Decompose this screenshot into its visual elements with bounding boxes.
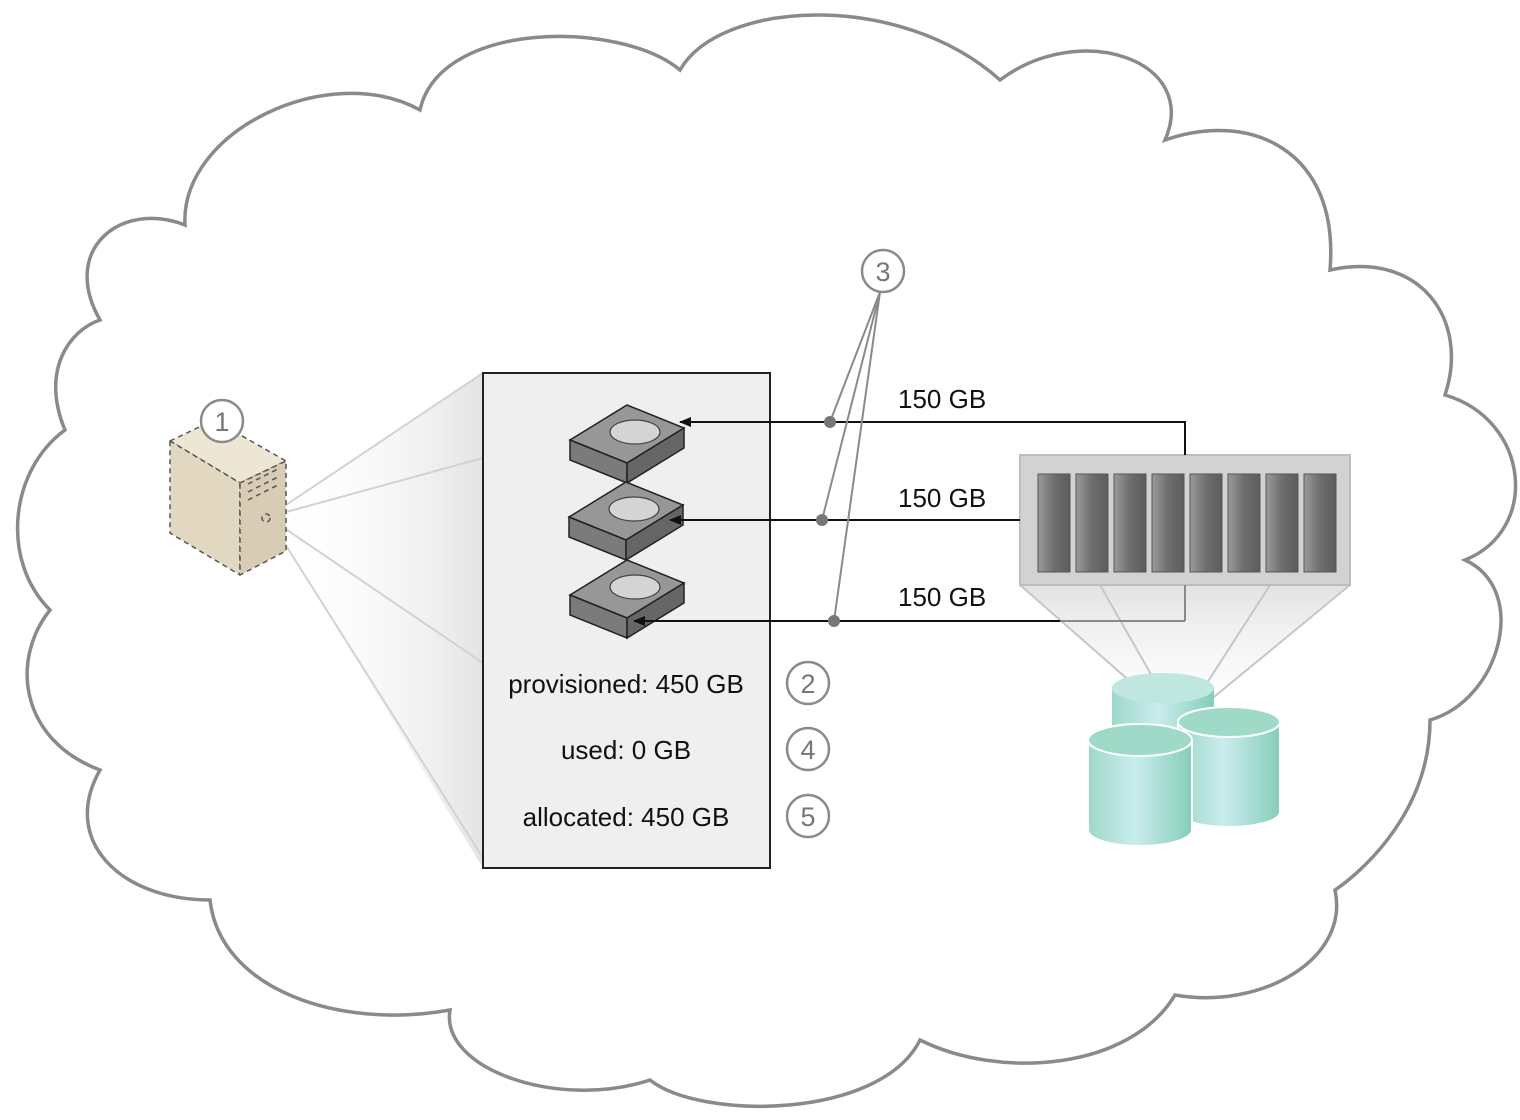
callout-3-number: 3 bbox=[875, 257, 890, 287]
used-label: used: 0 GB bbox=[561, 735, 691, 765]
callout-3-leaders bbox=[821, 291, 881, 622]
callout-1: 1 bbox=[199, 398, 245, 444]
server-tower-icon bbox=[169, 419, 287, 576]
disk-size-label-2: 150 GB bbox=[898, 483, 986, 513]
callout-4-number: 4 bbox=[800, 735, 815, 765]
storage-array-icon bbox=[1019, 454, 1351, 586]
connection-line-1 bbox=[679, 417, 1186, 455]
callout-4: 4 bbox=[785, 726, 831, 772]
callout-5-number: 5 bbox=[800, 802, 815, 832]
callout-2: 2 bbox=[785, 660, 831, 706]
virtual-disk-icon bbox=[567, 481, 685, 562]
disk-size-label-1: 150 GB bbox=[898, 384, 986, 414]
callout-3: 3 bbox=[860, 248, 906, 294]
server-fan bbox=[268, 373, 483, 868]
callout-3-dots bbox=[816, 416, 840, 627]
callout-2-number: 2 bbox=[800, 669, 815, 699]
server-fan-lines bbox=[267, 372, 484, 859]
connection-lines bbox=[633, 417, 1186, 626]
callout-5: 5 bbox=[785, 793, 831, 839]
provisioned-label: provisioned: 450 GB bbox=[508, 669, 744, 699]
database-cylinder-icon bbox=[1087, 723, 1193, 847]
allocated-label: allocated: 450 GB bbox=[523, 802, 730, 832]
callout-1-number: 1 bbox=[214, 407, 229, 437]
disk-size-label-3: 150 GB bbox=[898, 582, 986, 612]
database-cylinder-icon bbox=[1177, 706, 1281, 828]
virtual-disk-icon bbox=[568, 404, 686, 485]
